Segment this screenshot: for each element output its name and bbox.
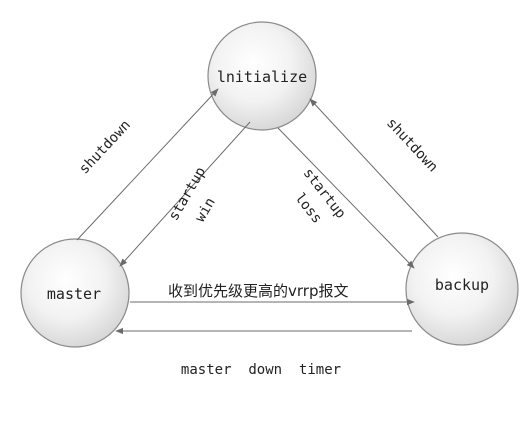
node-backup: backup [405,232,519,346]
edge-master-to-initialize [76,88,219,241]
edge-label-backup-shutdown: shutdown [383,115,441,175]
edge-label-startup-win: startup win [166,164,219,225]
node-backup-label: backup [435,276,489,294]
node-master-label: master [47,285,101,303]
edge-label-startup-loss: startup loss [291,165,348,226]
edge-label-master-down-timer: master down timer [181,362,341,378]
node-initialize: lnitialize [207,21,317,131]
edge-backup-to-initialize [309,98,439,238]
edge-label-master-shutdown: shutdown [76,117,134,177]
edge-label-higher-priority-vrrp: 收到优先级更高的vrrp报文 [168,282,348,300]
node-initialize-label: lnitialize [217,68,307,86]
edge-initialize-to-backup [277,127,415,269]
edge-label-startup-win-line2: win [192,195,219,225]
node-master: master [20,238,130,348]
edge-initialize-to-master [119,121,251,267]
